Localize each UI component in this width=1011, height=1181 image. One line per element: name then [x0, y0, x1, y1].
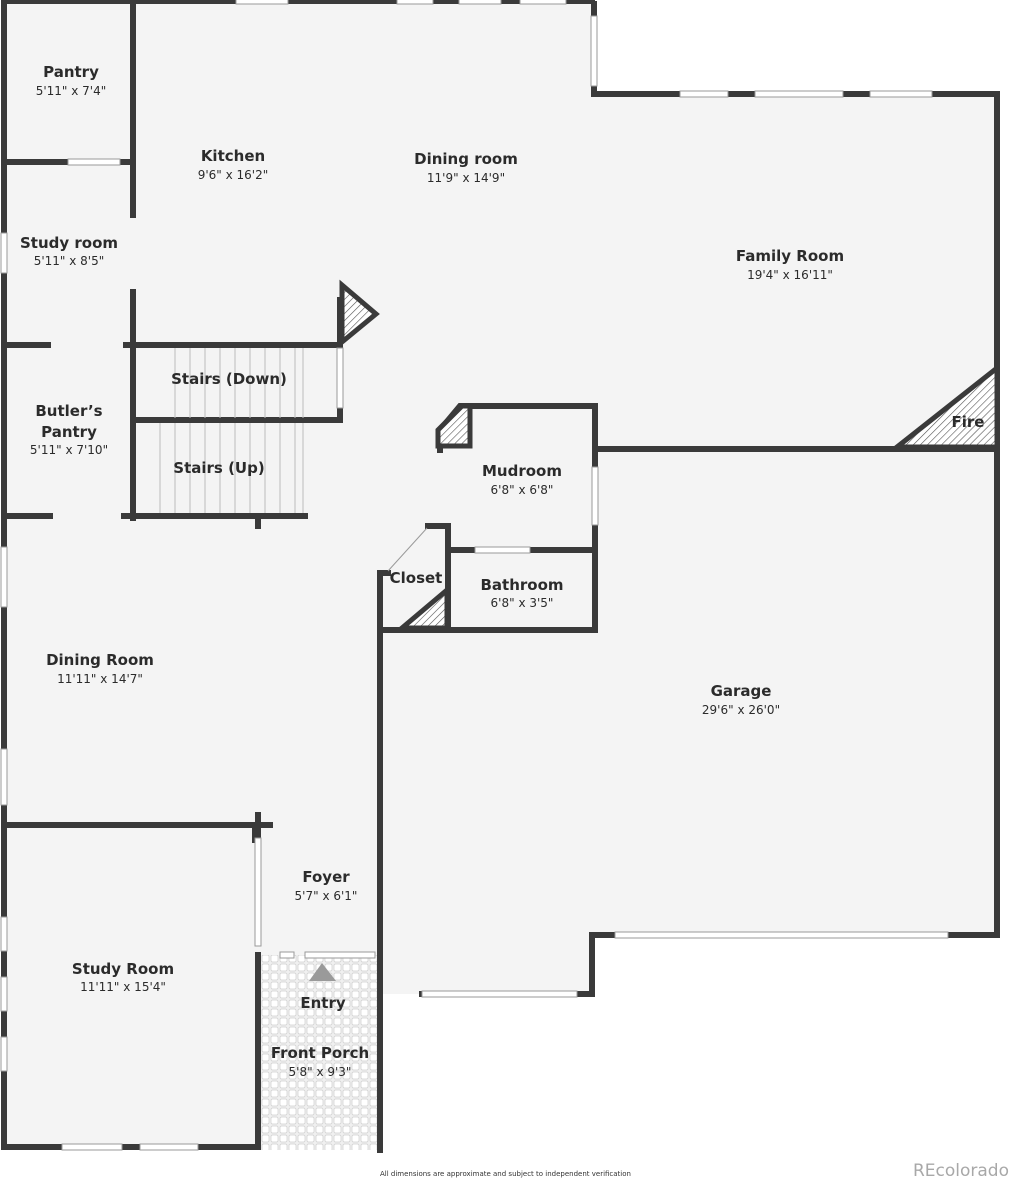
room-labels: Pantry 5'11" x 7'4" Kitchen 9'6" x 16'2"…: [20, 63, 985, 1079]
family-room-label: Family Room: [736, 247, 844, 265]
entry-arrow-icon: [309, 963, 336, 981]
garage-label: Garage: [711, 682, 772, 700]
stairs-down-treads: [174, 348, 304, 418]
closet-fixture: [395, 584, 450, 631]
study-room-upper-label: Study room: [20, 234, 118, 252]
stairs-up-treads: [159, 423, 304, 513]
garage-dim: 29'6" x 26'0": [702, 703, 780, 717]
mudroom-fixture: [435, 403, 473, 449]
study-room-lower-label: Study Room: [72, 960, 174, 978]
fireplace: [889, 362, 1000, 450]
butlers-pantry-label-line1: Butler’s: [35, 402, 102, 420]
family-room-dim: 19'4" x 16'11": [747, 268, 833, 282]
bathroom-label: Bathroom: [480, 576, 563, 594]
dining-room-upper-dim: 11'9" x 14'9": [427, 171, 505, 185]
mudroom-dim: 6'8" x 6'8": [491, 483, 554, 497]
dining-room-upper-label: Dining room: [414, 150, 518, 168]
butlers-pantry-dim: 5'11" x 7'10": [30, 443, 108, 457]
front-porch-label: Front Porch: [271, 1044, 369, 1062]
column-fixture: [339, 279, 380, 348]
butlers-pantry-label-line2: Pantry: [41, 423, 97, 441]
stairs: [159, 348, 304, 513]
stairs-up-label: Stairs (Up): [173, 459, 264, 477]
fire-label: Fire: [952, 413, 985, 431]
kitchen-label: Kitchen: [201, 147, 265, 165]
kitchen-dim: 9'6" x 16'2": [198, 168, 269, 182]
foyer-dim: 5'7" x 6'1": [295, 889, 358, 903]
front-porch-dim: 5'8" x 9'3": [289, 1065, 352, 1079]
mudroom-label: Mudroom: [482, 462, 562, 480]
floor-area: [4, 4, 997, 1150]
bathroom-dim: 6'8" x 3'5": [491, 596, 554, 610]
stairs-down-label: Stairs (Down): [171, 370, 287, 388]
pantry-dim: 5'11" x 7'4": [36, 84, 107, 98]
dining-room-lower-label: Dining Room: [46, 651, 154, 669]
fixtures: [339, 279, 1000, 631]
watermark-logo: REcolorado: [912, 1161, 1009, 1181]
entry-label: Entry: [300, 994, 345, 1012]
study-room-upper-dim: 5'11" x 8'5": [34, 254, 105, 268]
study-room-lower-dim: 11'11" x 15'4": [80, 980, 166, 994]
windows: [0, 0, 949, 1151]
closet-label: Closet: [390, 569, 443, 587]
disclaimer-note: All dimensions are approximate and subje…: [380, 1170, 631, 1178]
pantry-label: Pantry: [43, 63, 99, 81]
dining-room-lower-dim: 11'11" x 14'7": [57, 672, 143, 686]
front-porch-area: [260, 955, 378, 1150]
foyer-label: Foyer: [302, 868, 350, 886]
